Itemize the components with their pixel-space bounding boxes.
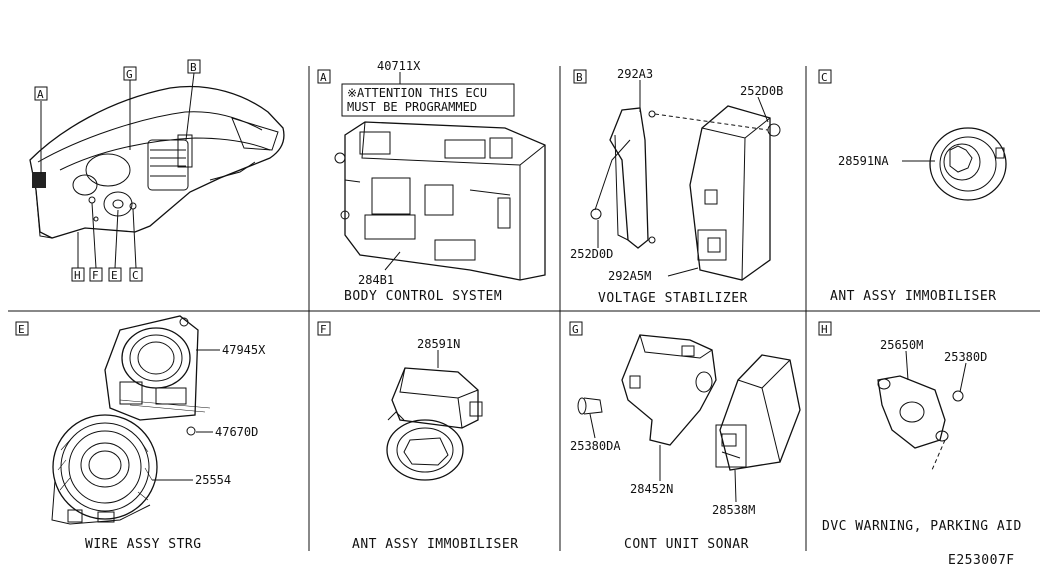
overview-ref-e: E — [108, 267, 122, 282]
sonar-bracket-drawing — [621, 334, 717, 446]
part-47670D: 47670D — [215, 425, 258, 439]
panel-b-ref: B — [576, 71, 583, 84]
part-292A3: 292A3 — [617, 67, 653, 81]
overview-ref-h: H — [71, 267, 85, 282]
clip-25380DA-drawing — [577, 397, 603, 415]
sonar-control-unit-drawing — [715, 354, 801, 471]
panel-e-ref: E — [18, 323, 25, 336]
part-252D0D: 252D0D — [570, 247, 613, 261]
part-252D0B: 252D0B — [740, 84, 783, 98]
panel-a-caption: BODY CONTROL SYSTEM — [344, 289, 502, 304]
panel-e-caption: WIRE ASSY STRG — [85, 537, 202, 552]
panel-e-ref-box — [15, 321, 29, 336]
panel-h: H 25650M 25380D DVC WARNING, PARKING AID — [818, 321, 1022, 534]
panel-a-ref: A — [320, 71, 327, 84]
part-28452N: 28452N — [630, 482, 673, 496]
svg-text:B: B — [190, 61, 197, 74]
part-28538M: 28538M — [712, 503, 755, 517]
buzzer-drawing — [877, 375, 964, 471]
part-25650M: 25650M — [880, 338, 923, 352]
overview-panel — [29, 72, 285, 269]
ecu-attention-note-box — [341, 83, 515, 117]
panel-b: B 292A3 252D0B 252D0D 292A5M VOL — [570, 67, 783, 306]
panel-c-caption: ANT ASSY IMMOBILISER — [830, 289, 997, 304]
clock-spring-drawing — [51, 414, 158, 525]
bcm-unit-drawing — [334, 121, 546, 281]
ecu-attention-note-line1: ※ATTENTION THIS ECU — [347, 86, 487, 100]
part-40711X: 40711X — [377, 59, 421, 73]
overview-ref-c: C — [129, 267, 143, 282]
svg-text:G: G — [126, 68, 133, 81]
part-47945X: 47945X — [222, 343, 266, 357]
key-ring-antenna-drawing — [386, 367, 483, 481]
diagram-code: E253007F — [948, 553, 1015, 568]
part-28591NA: 28591NA — [838, 154, 889, 168]
panel-c-ref-box — [818, 69, 832, 84]
panel-a: A 40711X ※ATTENTION THIS ECU MUST BE PRO… — [317, 59, 546, 304]
panel-dividers — [8, 66, 1040, 551]
ecu-attention-note-line2: MUST BE PROGRAMMED — [347, 100, 477, 114]
svg-text:C: C — [132, 269, 139, 282]
panel-b-caption: VOLTAGE STABILIZER — [598, 291, 748, 306]
panel-f: F 28591N ANT ASSY IMMOBILISER — [317, 321, 519, 552]
panel-b-ref-box — [573, 69, 587, 84]
panel-a-ref-box — [317, 69, 331, 84]
panel-e: E 47945X 47670D 25554 — [15, 315, 266, 552]
overview-ref-f: F — [89, 267, 103, 282]
panel-f-ref: F — [320, 323, 327, 336]
part-284B1: 284B1 — [358, 273, 394, 287]
overview-ref-b: B — [187, 59, 201, 74]
panel-f-caption: ANT ASSY IMMOBILISER — [352, 537, 519, 552]
svg-text:F: F — [92, 269, 99, 282]
panel-g: G 25380DA 28452N 28538M CONT UNIT — [569, 321, 801, 552]
svg-text:E: E — [111, 269, 118, 282]
panel-g-ref: G — [572, 323, 579, 336]
part-28591N: 28591N — [417, 337, 460, 351]
part-25380DA: 25380DA — [570, 439, 621, 453]
panel-h-caption: DVC WARNING, PARKING AID — [822, 519, 1022, 534]
svg-text:H: H — [74, 269, 81, 282]
panel-c-ref: C — [821, 71, 828, 84]
overview-ref-a: A — [34, 86, 48, 101]
panel-h-ref-box — [818, 321, 832, 336]
svg-text:A: A — [37, 88, 44, 101]
panel-h-ref: H — [821, 323, 828, 336]
overview-ref-g: G — [123, 66, 137, 81]
part-25380D: 25380D — [944, 350, 987, 364]
stabilizer-bracket-drawing — [590, 107, 781, 249]
ring-antenna-drawing — [929, 127, 1007, 201]
panel-g-caption: CONT UNIT SONAR — [624, 537, 749, 552]
combo-switch-drawing — [104, 315, 211, 436]
panel-g-ref-box — [569, 321, 583, 336]
stabilizer-unit-drawing — [689, 105, 771, 281]
panel-f-ref-box — [317, 321, 331, 336]
panel-c: C 28591NA ANT ASSY IMMOBILISER — [818, 69, 1007, 304]
part-25554: 25554 — [195, 473, 231, 487]
part-292A5M: 292A5M — [608, 269, 651, 283]
